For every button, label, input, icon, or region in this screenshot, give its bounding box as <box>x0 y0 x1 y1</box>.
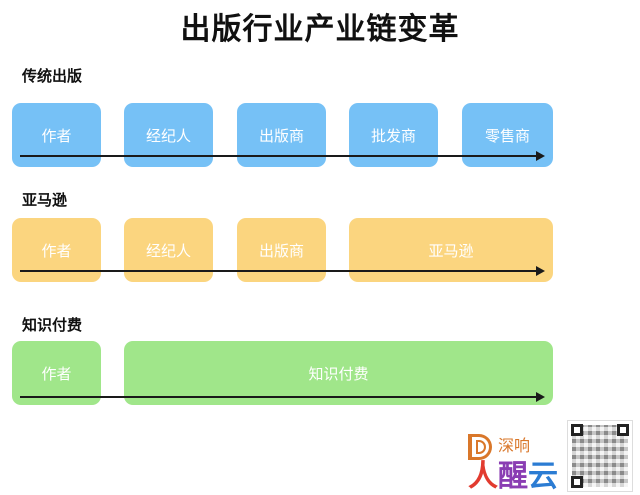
qr-finder-top-right <box>617 424 629 436</box>
box-wholesaler: 批发商 <box>349 103 438 167</box>
logo-small-text: 深响 <box>498 436 531 455</box>
box-author: 作者 <box>12 341 101 405</box>
logo-char-2: 醒 <box>498 459 528 494</box>
qr-finder-bottom-left <box>571 476 583 488</box>
box-amazon: 亚马逊 <box>349 218 553 282</box>
box-agent: 经纪人 <box>124 218 213 282</box>
section-label-traditional: 传统出版 <box>22 67 83 85</box>
box-agent: 经纪人 <box>124 103 213 167</box>
logo-big-text: 人醒云 <box>468 460 558 494</box>
section-label-paid-knowledge: 知识付费 <box>22 316 83 334</box>
logo-d-inner-icon <box>476 440 486 454</box>
flow-arrow-traditional <box>20 151 545 161</box>
flow-arrow-amazon <box>20 266 545 276</box>
logo-char-1: 人 <box>468 459 498 494</box>
flow-arrow-paid-knowledge <box>20 392 545 402</box>
page-title: 出版行业产业链变革 <box>180 12 460 47</box>
box-author: 作者 <box>12 218 101 282</box>
box-paid-knowledge: 知识付费 <box>124 341 553 405</box>
box-publisher: 出版商 <box>237 103 326 167</box>
section-label-amazon: 亚马逊 <box>22 191 68 209</box>
qr-finder-top-left <box>571 424 583 436</box>
qr-code-icon <box>567 420 633 492</box>
logo-char-3: 云 <box>528 459 558 494</box>
box-author: 作者 <box>12 103 101 167</box>
box-publisher: 出版商 <box>237 218 326 282</box>
logo-d-icon <box>468 434 492 460</box>
watermark-logo: 深响 人醒云 <box>466 430 566 494</box>
